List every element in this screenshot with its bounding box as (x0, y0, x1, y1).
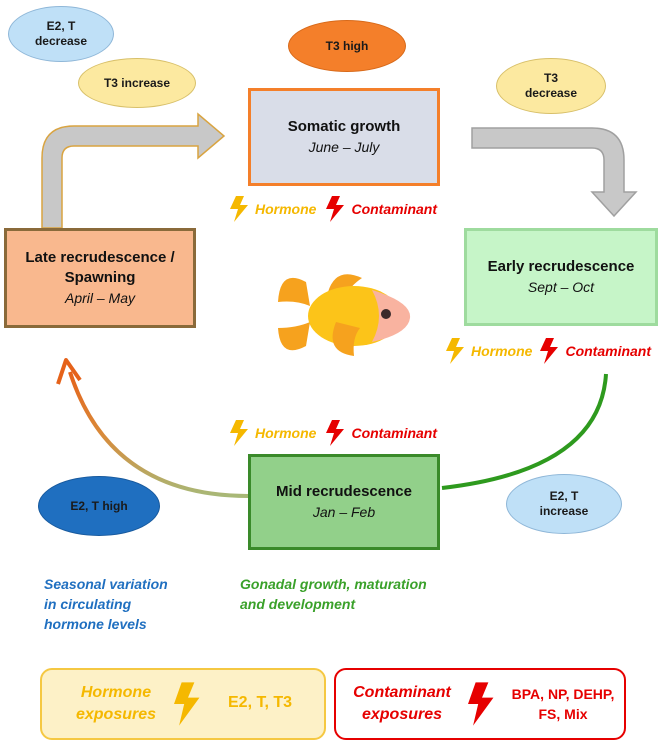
flag-somatic: Hormone Contaminant (230, 196, 437, 222)
stage-period: Sept – Oct (527, 279, 595, 295)
stage-title: Mid recrudescence (276, 483, 412, 500)
bubble-t3-high: T3 high (288, 20, 406, 72)
legend-contaminant-title: Contaminant exposures (353, 684, 451, 723)
legend-hormone-title: Hormone exposures (75, 684, 157, 723)
note-seasonal-variation: Seasonal variation in circulating hormon… (44, 576, 168, 632)
arrow-late-to-somatic-body (41, 112, 226, 229)
note-gonadal-growth: Gonadal growth, maturation and developme… (240, 576, 427, 612)
lightning-bolt-icon (468, 682, 494, 726)
stage-period: June – July (308, 139, 380, 155)
legend-hormone-list: E2, T, T3 (228, 694, 293, 711)
bubble-t3-increase: T3 increase (78, 58, 196, 108)
lightning-bolt-icon (326, 420, 345, 446)
arrow-mid-to-late-head (56, 358, 82, 385)
goldfish-illustration (278, 274, 411, 356)
stage-late-recrudescence: Late recrudescence / Spawning April – Ma… (4, 228, 196, 328)
stage-title: Somatic growth (287, 118, 401, 135)
flag-early: Hormone Contaminant (446, 338, 651, 364)
arrow-somatic-to-early-body (471, 127, 638, 218)
bubble-t3-decrease: T3 decrease (496, 58, 606, 114)
bubble-e2t-decrease: E2, T decrease (8, 6, 114, 62)
hormone-label: Hormone (255, 201, 317, 217)
contaminant-label: Contaminant (565, 343, 652, 359)
stage-early-recrudescence: Early recrudescence Sept – Oct (464, 228, 658, 326)
legend-contaminant-exposures: Contaminant exposures BPA, NP, DEHP, FS,… (334, 668, 626, 740)
contaminant-label: Contaminant (351, 425, 438, 441)
hormone-label: Hormone (471, 343, 533, 359)
lightning-bolt-icon (174, 682, 200, 726)
lightning-bolt-icon (326, 196, 345, 222)
bubble-e2t-high: E2, T high (38, 476, 160, 536)
stage-title: Early recrudescence (487, 258, 635, 275)
stage-mid-recrudescence: Mid recrudescence Jan – Feb (248, 454, 440, 550)
bubble-e2t-increase: E2, T increase (506, 474, 622, 534)
stage-period: April – May (64, 290, 136, 306)
stage-somatic-growth: Somatic growth June – July (248, 88, 440, 186)
legend-contaminant-list: BPA, NP, DEHP, FS, Mix (511, 686, 615, 722)
flag-mid: Hormone Contaminant (230, 420, 437, 446)
lightning-bolt-icon (230, 420, 248, 446)
lightning-bolt-icon (446, 338, 464, 364)
stage-period: Jan – Feb (312, 504, 376, 520)
arrow-early-to-mid (441, 373, 608, 490)
contaminant-label: Contaminant (351, 201, 438, 217)
hormone-label: Hormone (255, 425, 317, 441)
stage-title: Late recrudescence / Spawning (25, 249, 175, 286)
arrow-mid-to-late (68, 371, 249, 498)
lightning-bolt-icon (540, 338, 559, 364)
legend-hormone-exposures: Hormone exposures E2, T, T3 (40, 668, 326, 740)
lightning-bolt-icon (230, 196, 248, 222)
